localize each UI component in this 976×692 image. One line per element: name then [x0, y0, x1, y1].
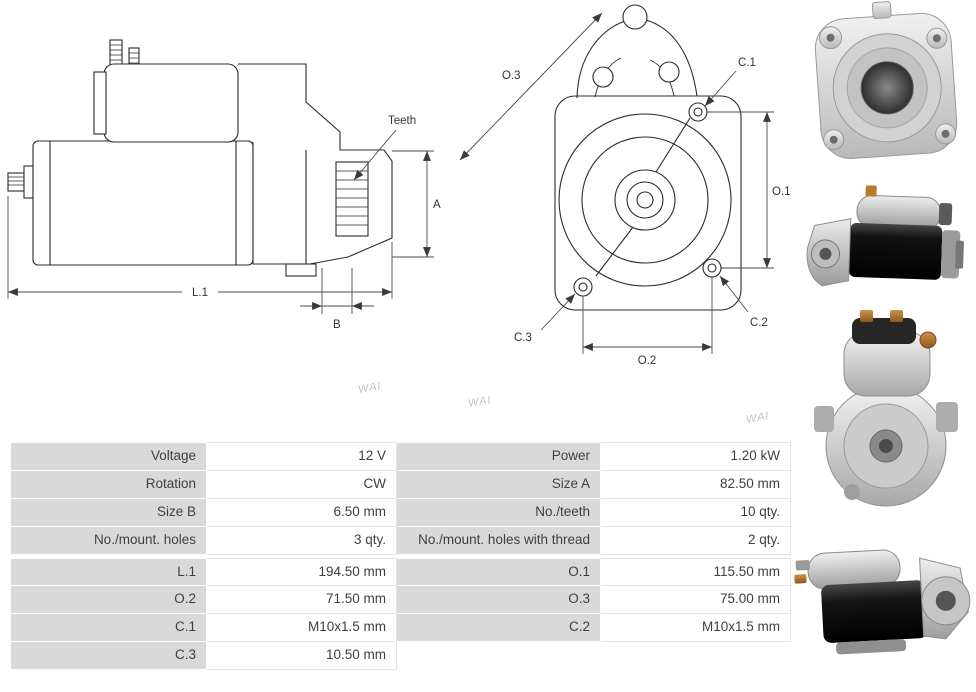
spec-table-dimensions: L.1 194.50 mm O.1 115.50 mm O.2 71.50 mm…	[10, 557, 791, 671]
watermark: WAI	[745, 410, 771, 426]
spec-value: 10.50 mm	[206, 641, 397, 671]
spec-label: C.1	[10, 613, 207, 643]
spec-tables: Voltage 12 V Power 1.20 kW Rotation CW S…	[10, 442, 791, 673]
dim-label-c1: C.1	[738, 57, 756, 69]
starter-front-outline	[554, 4, 742, 311]
spec-label: Voltage	[10, 442, 207, 471]
dim-label-l1: L.1	[192, 287, 208, 299]
spec-value: 6.50 mm	[206, 497, 397, 527]
spec-label: No./mount. holes with thread	[396, 525, 601, 555]
spec-label: Power	[396, 442, 601, 471]
spec-table-general: Voltage 12 V Power 1.20 kW Rotation CW S…	[10, 442, 791, 555]
product-photo-top	[794, 310, 976, 520]
watermark: WAI	[357, 380, 383, 396]
spec-value: 1.20 kW	[600, 442, 791, 471]
spec-label: Size B	[10, 497, 207, 527]
diagram-front-view: O.3 O.1 O.2 C.1 C.2 C.3	[459, 4, 791, 367]
product-photo-side	[794, 170, 976, 310]
spec-value: 194.50 mm	[206, 557, 397, 587]
table-row: Voltage 12 V Power 1.20 kW	[10, 442, 791, 471]
spec-value: 115.50 mm	[600, 557, 791, 587]
product-photo-angle	[794, 520, 976, 692]
teeth-label: Teeth	[388, 115, 416, 127]
table-row: Rotation CW Size A 82.50 mm	[10, 469, 791, 499]
dim-label-o3: O.3	[502, 70, 521, 82]
spec-label: No./mount. holes	[10, 525, 207, 555]
dim-label-b: B	[333, 319, 341, 331]
spec-value: 82.50 mm	[600, 469, 791, 499]
front-dimension-lines	[459, 12, 774, 354]
spec-label: L.1	[10, 557, 207, 587]
table-row: C.1 M10x1.5 mm C.2 M10x1.5 mm	[10, 613, 791, 643]
spec-value: 10 qty.	[600, 497, 791, 527]
diagram-side-view: Teeth A L.1 B	[7, 39, 441, 331]
dim-label-c3: C.3	[514, 332, 532, 344]
spec-label: O.1	[396, 557, 601, 587]
spec-label: C.3	[10, 641, 207, 671]
spec-label: O.2	[10, 585, 207, 615]
empty-cell	[397, 642, 601, 670]
starter-side-outline	[7, 39, 393, 277]
spec-value: CW	[206, 469, 397, 499]
watermark: WAI	[467, 394, 493, 410]
spec-label: O.3	[396, 585, 601, 615]
spec-label: Size A	[396, 469, 601, 499]
dim-label-c2: C.2	[750, 317, 768, 329]
spec-value: M10x1.5 mm	[206, 613, 397, 643]
spec-value: M10x1.5 mm	[600, 613, 791, 643]
spec-value: 3 qty.	[206, 525, 397, 555]
product-photo-front	[794, 0, 976, 170]
table-row: C.3 10.50 mm	[10, 641, 791, 671]
table-row: L.1 194.50 mm O.1 115.50 mm	[10, 557, 791, 587]
dim-label-o2: O.2	[638, 355, 657, 367]
table-row: Size B 6.50 mm No./teeth 10 qty.	[10, 497, 791, 527]
product-photo-column	[794, 0, 976, 692]
dim-label-o1: O.1	[772, 186, 791, 198]
side-dimension-lines	[7, 129, 434, 314]
spec-value: 2 qty.	[600, 525, 791, 555]
spec-value: 12 V	[206, 442, 397, 471]
spec-label: Rotation	[10, 469, 207, 499]
empty-cell	[601, 642, 791, 670]
spec-value: 71.50 mm	[206, 585, 397, 615]
spec-label: C.2	[396, 613, 601, 643]
table-row: No./mount. holes 3 qty. No./mount. holes…	[10, 525, 791, 555]
spec-label: No./teeth	[396, 497, 601, 527]
spec-value: 75.00 mm	[600, 585, 791, 615]
table-row: O.2 71.50 mm O.3 75.00 mm	[10, 585, 791, 615]
dim-label-a: A	[433, 199, 441, 211]
